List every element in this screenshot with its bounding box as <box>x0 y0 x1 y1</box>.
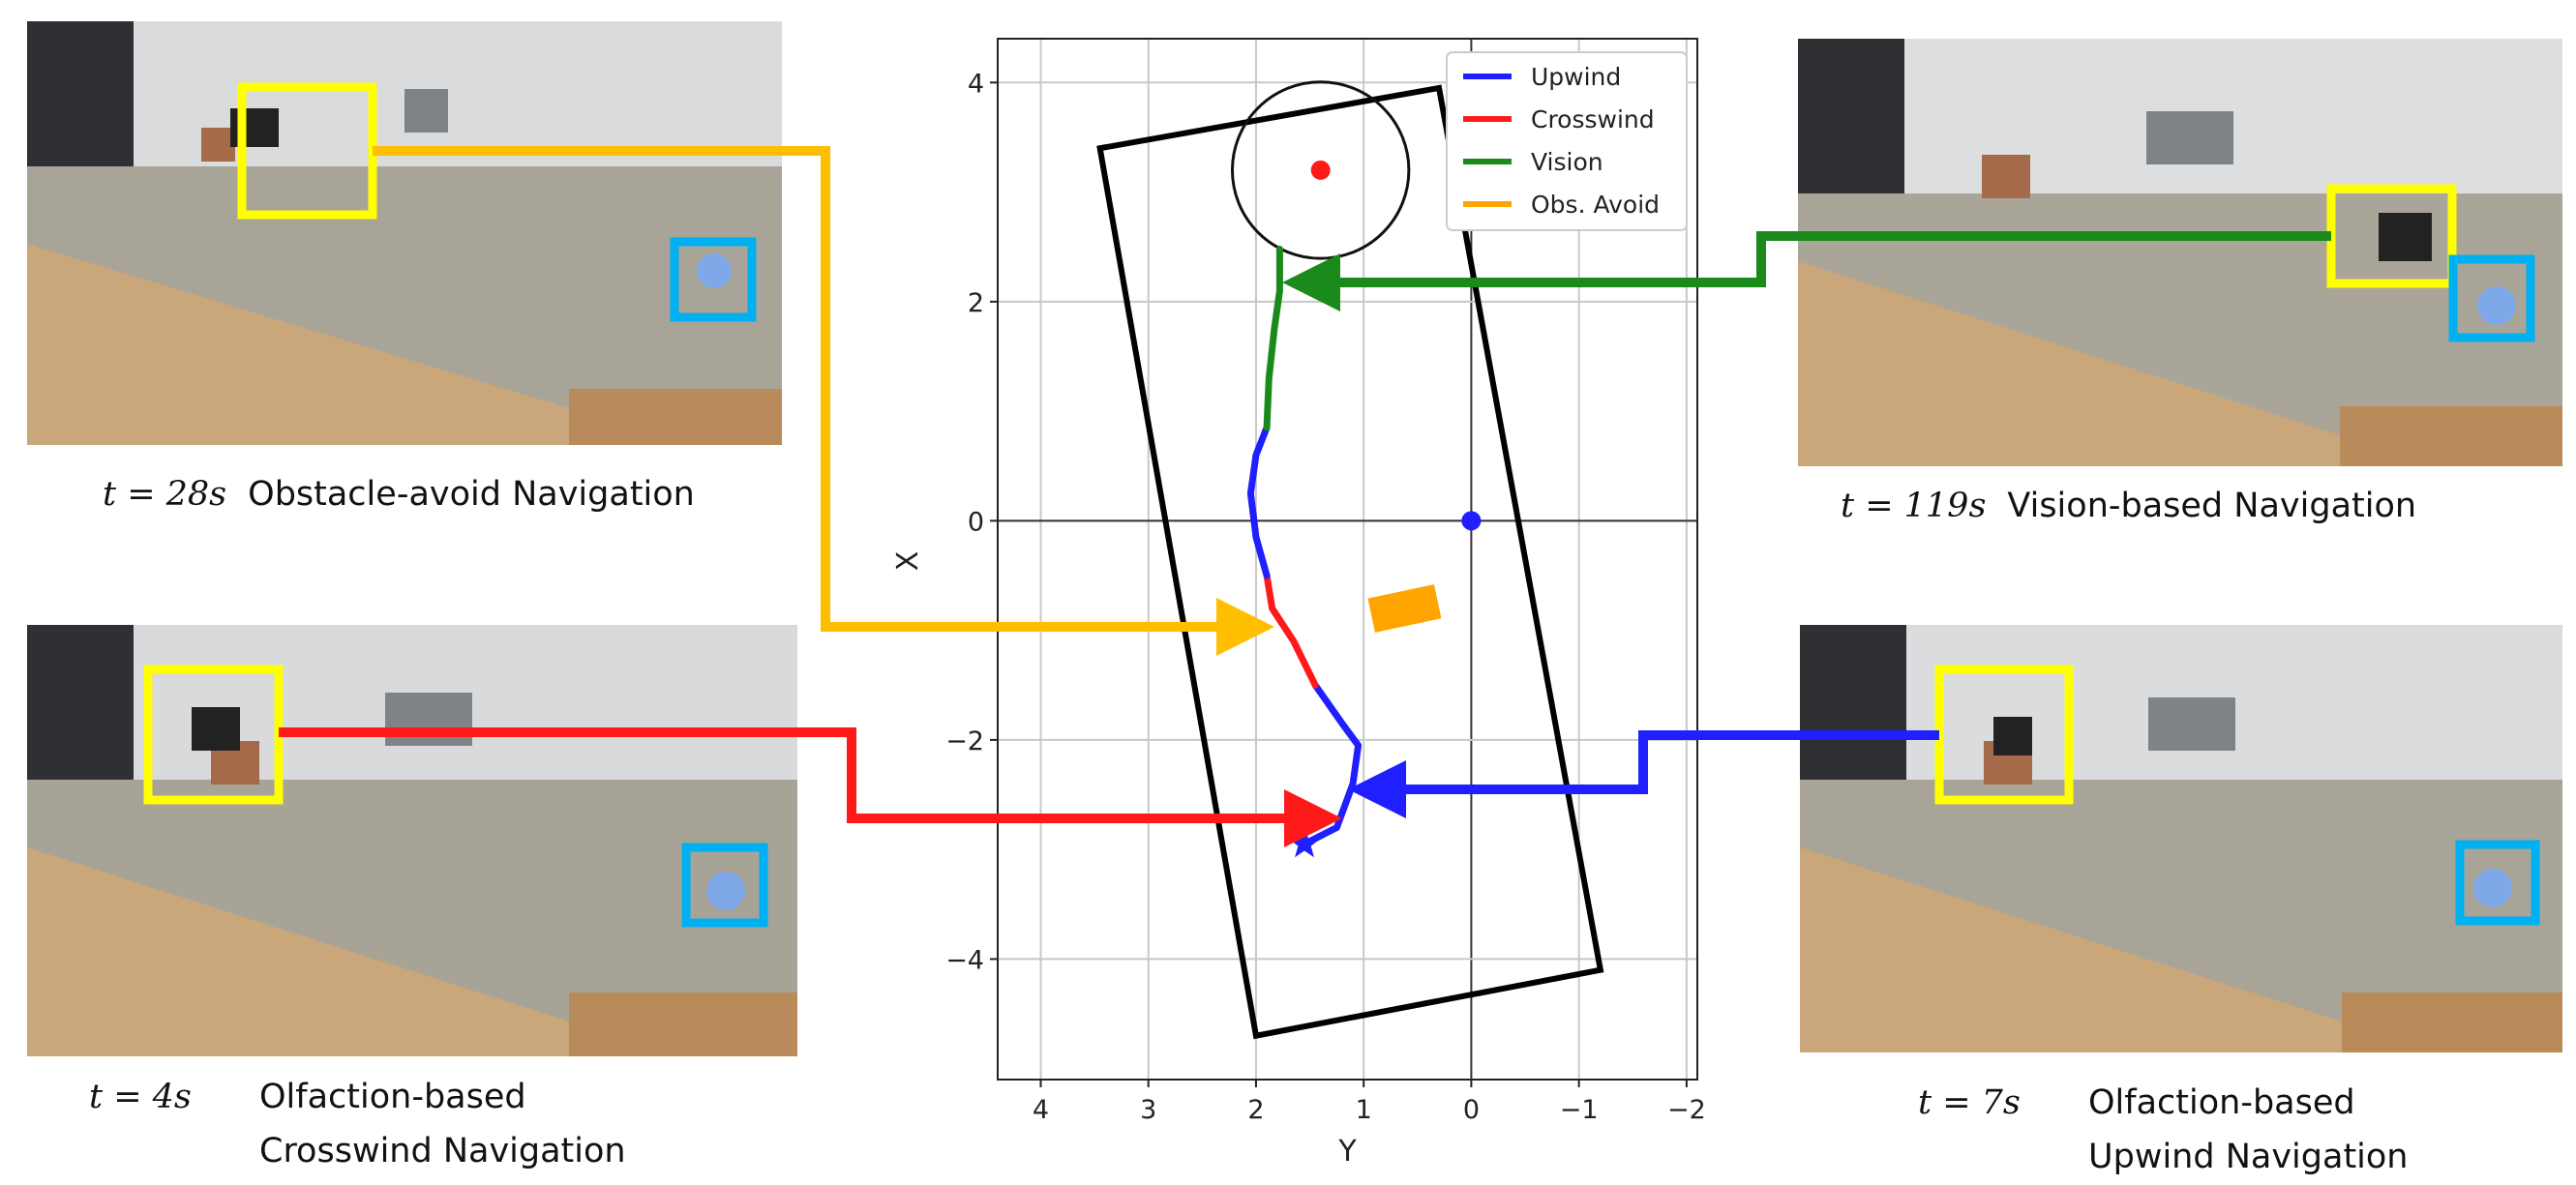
source-highlight-box <box>2448 254 2535 342</box>
source-highlight-box <box>681 843 768 928</box>
x-tick-label: −2 <box>1667 1095 1706 1125</box>
legend-label: Upwind <box>1531 63 1621 91</box>
x-tick-label: 1 <box>1356 1095 1372 1125</box>
photo-vision <box>1798 39 2562 466</box>
caption-label: Vision-based Navigation <box>2007 487 2417 525</box>
upwind-arrow <box>1348 730 1939 818</box>
caption-label: Obstacle-avoid Navigation <box>248 475 695 514</box>
obstacle-marker <box>1367 584 1442 633</box>
robot-highlight-box <box>143 665 284 805</box>
photo-crosswind <box>27 625 797 1056</box>
origin-point <box>1461 511 1482 531</box>
x-tick-label: 4 <box>1033 1095 1049 1125</box>
arena-boundary <box>1096 84 1604 1040</box>
caption-crosswind: t = 4s Olfaction-based Crosswind Navigati… <box>89 1070 626 1178</box>
obstacle-avoid-arrow <box>373 146 1274 656</box>
caption-time: t = 7s <box>1918 1083 2021 1122</box>
caption-upwind: t = 7s Olfaction-based Upwind Navigation <box>1918 1076 2408 1184</box>
legend-frame <box>1446 51 1688 231</box>
y-tick-label: −4 <box>945 945 984 975</box>
caption-time: t = 4s <box>89 1078 192 1116</box>
caption-label-line2: Upwind Navigation <box>2088 1138 2409 1176</box>
lab-scene-image <box>1800 625 2562 1052</box>
caption-label-line1: Olfaction-based <box>2088 1083 2355 1122</box>
caption-vision: t = 119s Vision-based Navigation <box>1841 479 2416 533</box>
y-tick-label: 4 <box>968 69 984 99</box>
y-tick-label: −2 <box>945 726 984 756</box>
y-axis-label: X <box>891 551 925 572</box>
source-highlight-box <box>2455 840 2540 926</box>
goal-point <box>1310 160 1331 180</box>
trajectory-segment-vision <box>1263 245 1283 431</box>
x-axis-label: Y <box>1337 1135 1357 1169</box>
x-tick-label: 3 <box>1140 1095 1156 1125</box>
legend-label: Vision <box>1531 148 1603 176</box>
x-tick-label: −1 <box>1560 1095 1599 1125</box>
photo-upwind <box>1800 625 2562 1052</box>
x-tick-label: 0 <box>1463 1095 1480 1125</box>
robot-highlight-box <box>237 82 377 220</box>
crosswind-arrow <box>279 727 1342 847</box>
plot-frame <box>997 38 1698 1081</box>
robot-highlight-box <box>2326 184 2457 288</box>
vision-arrow <box>1282 231 2331 311</box>
y-tick-label: 0 <box>968 507 984 537</box>
legend-label: Obs. Avoid <box>1531 191 1660 219</box>
legend-label: Crosswind <box>1531 105 1655 133</box>
x-tick-label: 2 <box>1247 1095 1264 1125</box>
trajectory-segment-upwind <box>1246 424 1271 579</box>
lab-scene-image <box>27 625 797 1056</box>
caption-label-line1: Olfaction-based <box>259 1078 526 1116</box>
caption-time: t = 28s <box>103 475 227 514</box>
caption-obstacle-avoid: t = 28s Obstacle-avoid Navigation <box>103 467 695 521</box>
robot-highlight-box <box>1934 665 2074 805</box>
trajectory-segment-crosswind <box>1263 572 1319 689</box>
y-tick-label: 2 <box>968 288 984 318</box>
source-highlight-box <box>670 237 757 322</box>
caption-label-line2: Crosswind Navigation <box>259 1132 626 1170</box>
caption-time: t = 119s <box>1841 487 1987 525</box>
